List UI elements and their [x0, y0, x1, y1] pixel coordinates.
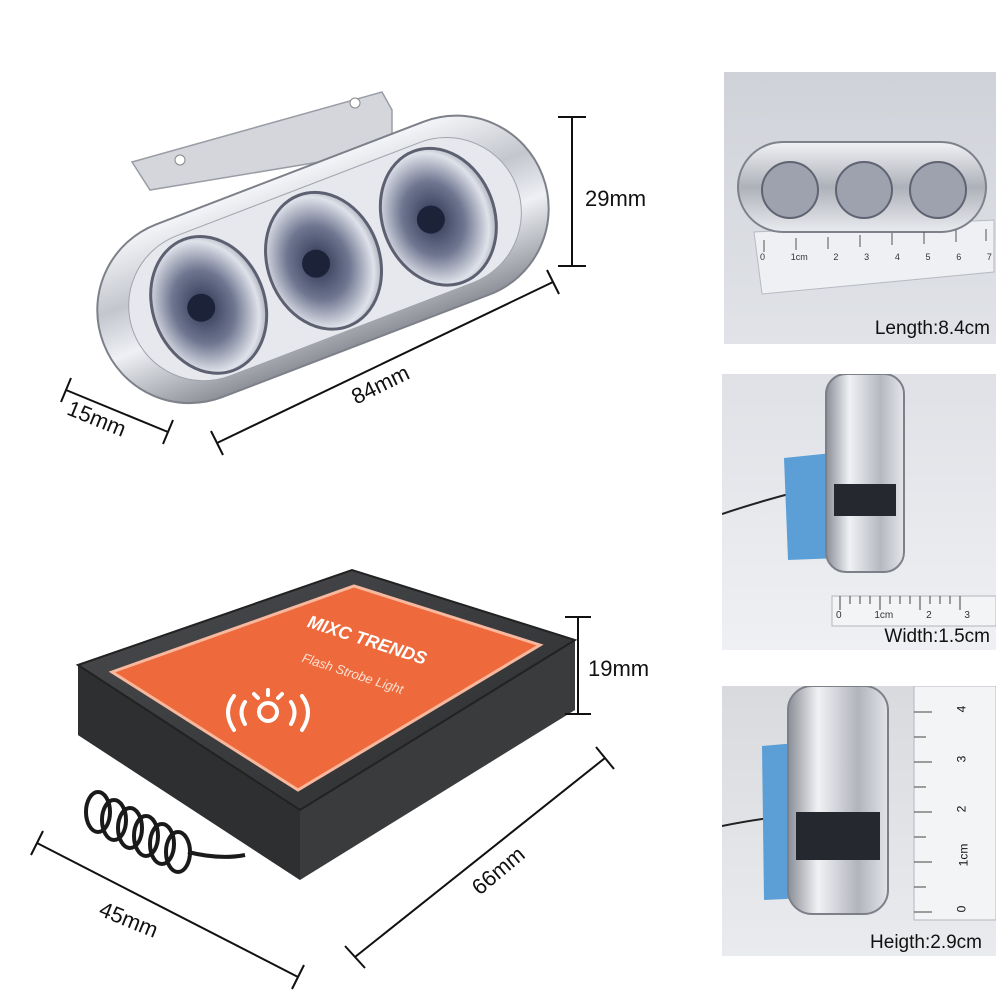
photo-length: 0 1cm 2 3 4 5 6 7 Length:8.4cm: [724, 72, 996, 344]
dimension-lines-light: [60, 116, 586, 456]
photo-height: 0 1cm 2 3 4 Heigth:2.9cm: [722, 686, 996, 956]
ruler-mark: 2: [926, 610, 932, 621]
coil-antenna: [84, 790, 246, 874]
dimension-lines-box: [30, 616, 615, 990]
caption-width: Width:1.5cm: [884, 626, 990, 647]
ruler-mark: 1cm: [790, 252, 808, 262]
ruler-marks-length: 0 1cm 2 3 4 5 6 7: [760, 252, 992, 262]
wireless-bulb-icon: [226, 688, 310, 732]
ruler-mark: 5: [925, 252, 931, 262]
light-bar-side: [787, 686, 889, 915]
receiver-box: [75, 568, 578, 880]
ruler-mark-h3: 3: [954, 755, 969, 763]
led-light-bar: [96, 91, 550, 405]
dim-light-height: 29mm: [585, 186, 647, 211]
ruler-mark: 7: [986, 252, 992, 262]
product-illustration: 29mm 84mm 15mm 19mm 66mm 45mm MIXC TREND…: [30, 91, 650, 990]
ruler-mark: 3: [964, 610, 970, 621]
ruler-mark: 1cm: [874, 610, 894, 621]
light-bar-side: [825, 374, 905, 573]
ruler: [913, 686, 996, 921]
ruler-mark-h4: 4: [954, 705, 969, 713]
ruler: [831, 595, 996, 627]
ruler-mark: 2: [833, 252, 839, 262]
box-label: [108, 584, 544, 792]
ruler-mark: 4: [894, 252, 900, 262]
ruler-mark: 0: [836, 610, 842, 621]
caption-length: Length:8.4cm: [874, 318, 990, 339]
ruler-mark: 0: [760, 252, 766, 262]
ruler-mark: 3: [864, 252, 870, 262]
ruler-mark-h1: 1cm: [956, 843, 971, 867]
ruler-marks-width: 0 1cm 2 3: [836, 610, 970, 621]
caption-height: Heigth:2.9cm: [870, 932, 982, 953]
ruler-mark-h2: 2: [954, 805, 969, 813]
ruler-mark-h0: 0: [954, 905, 969, 913]
dim-box-height: 19mm: [588, 656, 650, 681]
photo-width: 0 1cm 2 3 Width:1.5cm: [722, 374, 996, 650]
mounting-bracket: [130, 91, 393, 191]
ruler-mark: 6: [956, 252, 962, 262]
